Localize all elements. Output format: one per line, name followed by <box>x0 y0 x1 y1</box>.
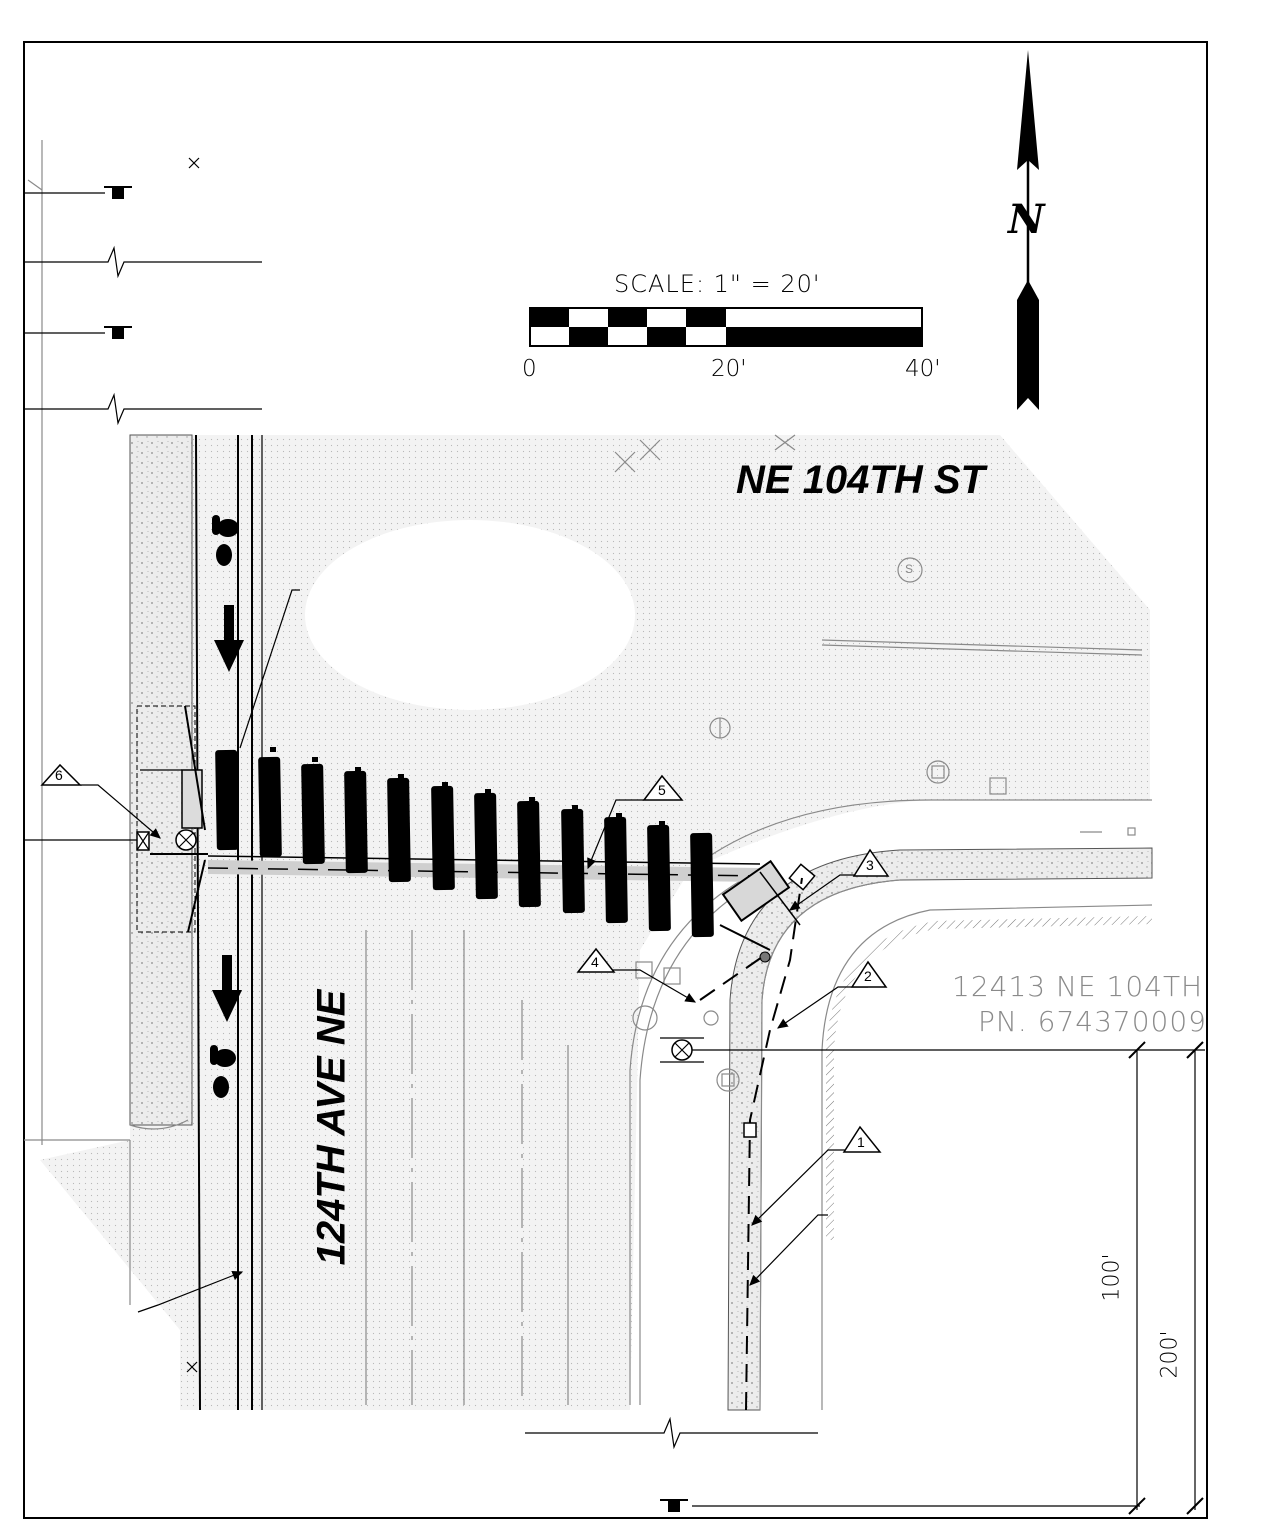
pavement-area <box>40 435 1150 1410</box>
bike-lane-arrow-icon <box>212 605 244 1022</box>
north-letter: N <box>1008 196 1045 243</box>
bicycle-icon <box>210 515 239 1098</box>
utility-symbols <box>614 434 1136 1092</box>
callout-triangles <box>40 763 890 1153</box>
dimension-lines <box>1128 1041 1204 1515</box>
callout-5: 5 <box>658 782 666 798</box>
scale-tick-40: 40' <box>905 356 941 382</box>
callout-2: 2 <box>864 968 872 984</box>
scale-label: SCALE: 1" = 20' <box>614 270 821 298</box>
west-signal-structure <box>136 705 208 933</box>
sewer-symbol-letter: S <box>905 562 914 576</box>
scale-tick-20: 20' <box>711 356 747 382</box>
street-label-124th: 124TH AVE NE <box>309 989 354 1266</box>
drawing-border <box>23 41 1208 1519</box>
east-signal-structure <box>719 859 816 963</box>
north-arrow-icon <box>1017 50 1039 410</box>
signal-pole-icon <box>660 1037 1205 1063</box>
crossing-ties <box>207 747 761 938</box>
east-sidewalk <box>727 847 1153 1411</box>
property-lines <box>24 140 146 1305</box>
dimension-200: 200' <box>1157 1330 1183 1379</box>
callout-1: 1 <box>857 1134 865 1150</box>
parcel-address: 12413 NE 104TH <box>952 970 1204 1003</box>
break-lines <box>24 245 818 1450</box>
scale-bar <box>529 307 923 347</box>
parcel-number: PN. 674370009 <box>978 1005 1207 1038</box>
callout-4: 4 <box>591 954 599 970</box>
dimension-100: 100' <box>1099 1253 1125 1302</box>
callout-6: 6 <box>55 767 63 783</box>
street-label-ne-104th: NE 104TH ST <box>736 458 985 502</box>
callout-3: 3 <box>866 857 874 873</box>
monument-symbols <box>104 186 1140 1512</box>
conduit-lines <box>699 877 803 1411</box>
scale-tick-0: 0 <box>522 356 537 382</box>
